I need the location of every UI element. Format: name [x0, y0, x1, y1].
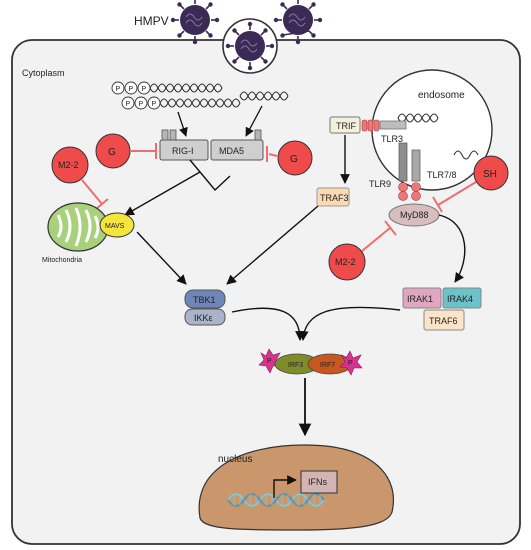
- rigi-to-mavs-arrow: [124, 171, 201, 216]
- transcription-arrow: [273, 475, 297, 498]
- rigi-label: RIG-I: [172, 146, 194, 156]
- mavs-to-tbk1-arrow: [136, 231, 187, 285]
- sh-inhibitor: SH: [473, 155, 509, 191]
- m22-inhibitor-myd88: M2-2: [328, 243, 366, 281]
- entering-virus: [222, 18, 278, 74]
- virus-particle: [273, 0, 323, 45]
- g-mda5-inhibit-line: [268, 153, 278, 157]
- mitochondria-label: Mitochondria: [42, 257, 82, 264]
- mda5-label: MDA5: [219, 146, 244, 156]
- phosphate-label: P: [126, 101, 131, 108]
- triphosphate-rna-upper: P P P: [111, 81, 223, 95]
- irak1-label: IRAK1: [407, 294, 433, 304]
- m22-mavs-inhibit-line: [81, 179, 103, 205]
- traf3-box: [316, 187, 350, 207]
- phosphate-label: P: [139, 101, 144, 108]
- rna-to-rigi-arrow: [177, 111, 188, 137]
- m22-myd88-inhibit-line: [361, 227, 391, 252]
- mavs-node: [99, 212, 135, 238]
- tlr3-label: TLR3: [381, 134, 403, 144]
- tlr9-label: TLR9: [369, 179, 391, 189]
- tlr9-receptor: [398, 142, 408, 201]
- mda5-box: [210, 139, 264, 161]
- sh-inhibit-bar: [432, 196, 443, 213]
- g-label: G: [290, 154, 298, 165]
- traf3-label: TRAF3: [320, 193, 349, 203]
- irf3-phospho-star: P: [258, 348, 282, 374]
- trif-box: [329, 116, 361, 134]
- ikke-box: [184, 308, 226, 326]
- phosphate-label: P: [152, 101, 157, 108]
- irf3-label: IRF3: [288, 362, 303, 369]
- m22-myd88-inhibit-bar: [384, 220, 397, 236]
- rigi-card-domain: [169, 129, 177, 141]
- virus-particle: [170, 0, 220, 45]
- irf7-label: IRF7: [320, 362, 335, 369]
- m22-label: M2-2: [335, 257, 356, 267]
- tbk1-label: TBK1: [193, 295, 216, 305]
- g-inhibitor-rigi: G: [95, 133, 131, 169]
- irak4-box: [442, 287, 482, 309]
- phosphate-label: P: [142, 86, 147, 93]
- g-inhibitor-mda5: G: [277, 140, 313, 176]
- traf6-label: TRAF6: [429, 316, 458, 326]
- myd88-to-irak-arrow: [438, 214, 466, 283]
- myd88-label: MyD88: [400, 210, 429, 220]
- endosomal-dsrna: [397, 113, 439, 123]
- irak4-label: IRAK4: [447, 294, 473, 304]
- m22-inhibitor-mavs: M2-2: [51, 146, 89, 184]
- dna-helix: [227, 493, 325, 507]
- mavs-label: MAVS: [105, 223, 125, 230]
- phosphate-label: P: [129, 86, 134, 93]
- irak1-box: [402, 287, 442, 309]
- trif-label: TRIF: [336, 121, 356, 131]
- endosomal-dsrna-strand: [397, 113, 439, 123]
- endosome-label: endosome: [418, 90, 465, 101]
- rigi-mda5-junction: [189, 159, 231, 192]
- tlr78-label: TLR7/8: [427, 170, 457, 180]
- nucleus-label: nucleus: [218, 454, 252, 465]
- ifns-label: IFNs: [308, 477, 327, 487]
- tbk1-box: [184, 289, 226, 309]
- dsrna-to-mda5-arrow: [245, 105, 263, 137]
- ifns-box: [300, 470, 338, 494]
- traf3-to-tbk1-arrow: [226, 205, 319, 285]
- irf7-phospho-label: P: [348, 360, 353, 367]
- sh-inhibit-line: [437, 181, 477, 206]
- m22-mavs-inhibit-bar: [95, 198, 109, 210]
- tlr3-receptor: [361, 119, 407, 132]
- endosomal-ssrna: [453, 150, 479, 160]
- irf3-phospho-label: P: [267, 358, 272, 365]
- phosphate-label: P: [116, 86, 121, 93]
- rigi-card-domain: [161, 129, 169, 141]
- virus-label: HMPV: [134, 14, 169, 28]
- cytoplasm-label: Cytoplasm: [22, 68, 65, 78]
- mda5-card-domain: [254, 129, 262, 141]
- g-label: G: [108, 147, 116, 158]
- ikke-label: IKKε: [194, 313, 213, 323]
- m22-label: M2-2: [58, 160, 79, 170]
- sh-label: SH: [483, 169, 497, 180]
- dsrna: [239, 91, 289, 101]
- mitochondrion: [47, 202, 109, 252]
- triphosphate-rna-lower: P P P: [121, 96, 241, 110]
- nucleus: [198, 444, 394, 531]
- tlr78-receptor: [411, 149, 421, 201]
- irak-to-irf-arrow: [298, 306, 401, 341]
- rigi-box: [159, 139, 209, 161]
- traf6-box: [423, 309, 465, 331]
- irf7-phospho-star: P: [339, 350, 363, 376]
